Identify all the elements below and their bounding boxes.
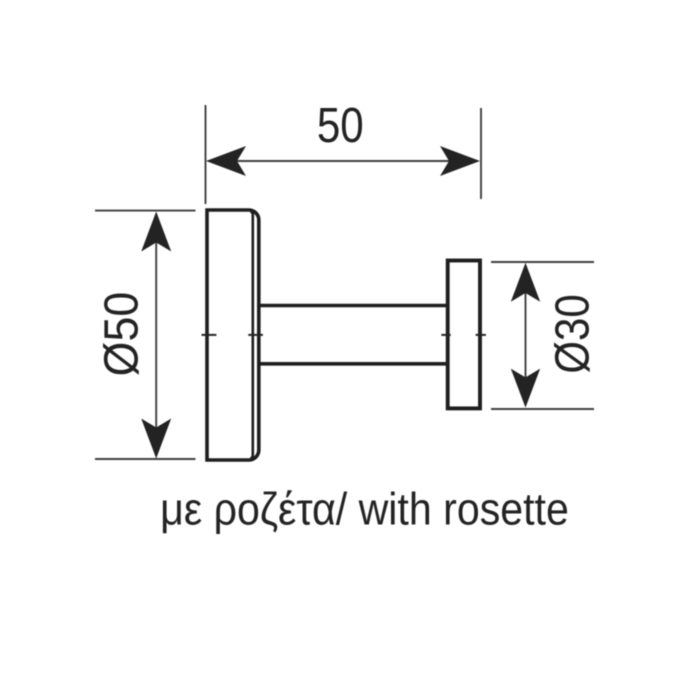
svg-text:Ø50: Ø50 (94, 292, 148, 377)
svg-text:50: 50 (317, 98, 364, 153)
svg-text:με ροζέτα/ with rosette: με ροζέτα/ with rosette (160, 485, 569, 535)
svg-text:Ø30: Ø30 (545, 294, 599, 373)
